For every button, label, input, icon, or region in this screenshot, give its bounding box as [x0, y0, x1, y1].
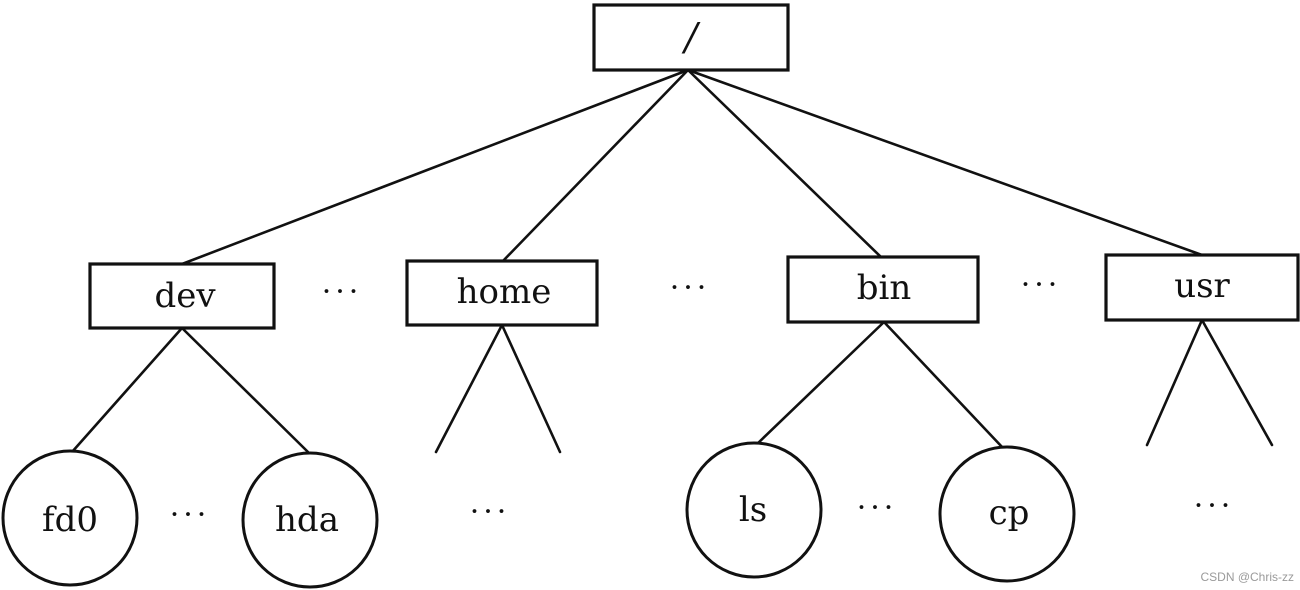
edge-root-usr [686, 68, 1204, 257]
file-node-fd0: fd0 [1, 449, 139, 587]
dir-label-home: home [457, 272, 552, 312]
ellipsis-usr-files: ··· [1194, 489, 1235, 524]
edge-usr-right [1200, 318, 1274, 447]
ellipsis-dev-home: ··· [322, 275, 363, 310]
edge-dev-fd0 [70, 326, 184, 454]
watermark-text: CSDN @Chris-zz [1200, 570, 1294, 584]
edge-root-home [500, 68, 690, 264]
ellipses: ··· ··· ··· ··· ··· ··· ··· [170, 268, 1235, 533]
file-label-fd0: fd0 [42, 500, 98, 540]
dir-box-bin [786, 255, 980, 324]
edge-dev-hda [180, 326, 310, 454]
dir-box-home [405, 259, 599, 327]
file-label-hda: hda [275, 500, 339, 540]
child-edges [70, 318, 1274, 454]
dir-node-bin: bin [786, 255, 980, 324]
ellipsis-home-files: ··· [470, 495, 511, 530]
file-circle-hda [241, 451, 379, 589]
root-edges [180, 68, 1204, 266]
file-circle-fd0 [1, 449, 139, 587]
root-node: / [592, 3, 790, 72]
root-box [592, 3, 790, 72]
file-node-hda: hda [241, 451, 379, 589]
edge-bin-ls [754, 320, 886, 447]
ellipsis-bin-usr: ··· [1021, 268, 1062, 303]
edge-usr-left [1145, 318, 1204, 447]
dir-label-dev: dev [154, 276, 216, 316]
ellipsis-ls-cp: ··· [857, 491, 898, 526]
dir-label-usr: usr [1174, 266, 1230, 306]
file-node-cp: cp [938, 445, 1076, 583]
dir-box-dev [88, 262, 276, 330]
dir-node-usr: usr [1104, 253, 1300, 322]
edge-home-right [500, 323, 562, 454]
edge-root-dev [180, 68, 690, 266]
file-circle-ls [685, 441, 823, 579]
file-label-ls: ls [739, 490, 767, 530]
dir-label-bin: bin [857, 268, 912, 308]
ellipsis-home-bin: ··· [670, 271, 711, 306]
dir-node-dev: dev [88, 262, 276, 330]
edge-home-left [434, 323, 504, 454]
dir-node-home: home [405, 259, 599, 327]
root-label: / [681, 15, 701, 59]
file-label-cp: cp [989, 493, 1030, 533]
edge-root-bin [686, 68, 884, 260]
file-node-ls: ls [685, 441, 823, 579]
file-circle-cp [938, 445, 1076, 583]
ellipsis-fd0-hda: ··· [170, 498, 211, 533]
dir-box-usr [1104, 253, 1300, 322]
edge-bin-cp [882, 320, 1005, 450]
